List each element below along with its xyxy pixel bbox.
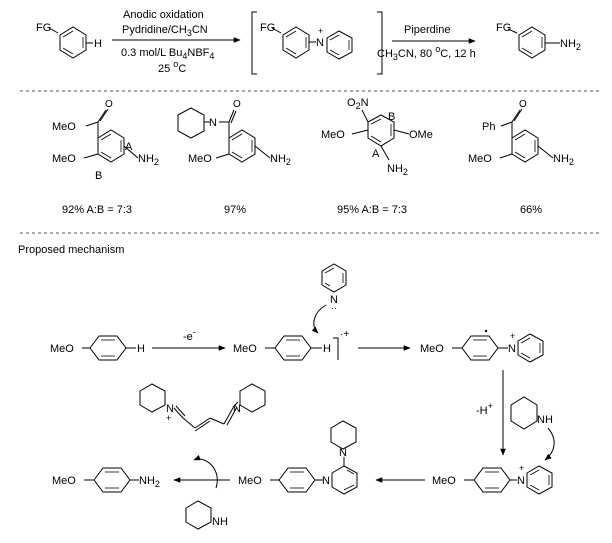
- mech-pyridinium-plus: +: [519, 463, 524, 473]
- int-fg-label: FG: [260, 22, 275, 34]
- mech-curly-arrow-3: [193, 454, 218, 489]
- mech-pyridinium-salt: MeO N +: [432, 463, 553, 495]
- general-scheme: FG H Anodic oxidation Pydridine/CH3CN 0.…: [36, 9, 581, 75]
- ex1-o-label: O: [105, 99, 113, 110]
- example-3: O2N MeO OMe NH2 B A 95% A:B = 7:3: [321, 97, 433, 216]
- example-1: O MeO MeO NH2 A B 92% A:B = 7:3: [52, 99, 159, 216]
- example-2: N O MeO NH2 97%: [177, 99, 291, 216]
- mech-zincke-n1: N: [166, 403, 174, 415]
- mech-zincke-n2: N: [233, 403, 241, 415]
- ex4-o-label: O: [519, 99, 527, 110]
- mech-sigma-complex: MeO N +: [420, 329, 544, 363]
- ex4-ph-label: Ph: [482, 121, 495, 133]
- ex4-yield: 66%: [520, 204, 542, 216]
- mech-deprot-label: -H+: [476, 401, 493, 417]
- mech-pyridinium-meo: MeO: [432, 475, 456, 487]
- mech-dienamine: N + N: [139, 383, 266, 432]
- mech-sigma-plus: +: [510, 331, 515, 341]
- int-n-label: N: [316, 37, 324, 49]
- ex1-b-label: B: [95, 170, 102, 182]
- mech-adduct-meo: MeO: [238, 475, 262, 487]
- conditions-1: Anodic oxidation Pydridine/CH3CN 0.3 mol…: [112, 9, 241, 75]
- ex3-a-label: A: [372, 148, 380, 160]
- ex2-nh2-label: NH2: [270, 153, 291, 167]
- ex3-yield: 95% A:B = 7:3: [337, 204, 407, 216]
- mech-electron-label: -e-: [183, 327, 196, 343]
- ex1-meo-label: MeO: [52, 153, 76, 165]
- mech-pyridine-n: N: [330, 294, 338, 306]
- mech-pip1-nh: NH: [537, 414, 553, 426]
- mech-adduct-n2: N: [339, 447, 347, 459]
- mech-radcat-dots: ·+: [340, 329, 349, 340]
- ex3-meo-left-label: MeO: [321, 129, 345, 141]
- mech-sigma-n: N: [508, 343, 516, 355]
- int-plus: +: [318, 26, 323, 36]
- ex1-nh2-label: NH2: [138, 153, 159, 167]
- mech-curly-arrow-2: [544, 427, 555, 461]
- reactant-benzene: FG H: [36, 22, 102, 59]
- ex2-n-label: N: [209, 117, 217, 129]
- mech-anisole: MeO H: [50, 335, 145, 361]
- ex1-yield: 92% A:B = 7:3: [62, 204, 132, 216]
- mech-final-meo: MeO: [52, 475, 76, 487]
- mech-pyridine-lone-pair: ··: [331, 303, 337, 313]
- mech-curly-arrow-1: [311, 304, 327, 334]
- mech-pip2-nh: NH: [212, 516, 228, 528]
- prod-fg-label: FG: [496, 22, 511, 34]
- ex3-b-label: B: [388, 111, 395, 123]
- cond1-line2: Pydridine/CH3CN: [122, 24, 208, 38]
- mechanism-title: Proposed mechanism: [18, 244, 124, 256]
- mech-adduct: MeO N N: [238, 420, 358, 495]
- mech-sigma-meo: MeO: [420, 343, 444, 355]
- cond1-line4: 25 oC: [158, 59, 186, 75]
- mech-piperidine-2: NH: [185, 454, 228, 530]
- cond1-line1: Anodic oxidation: [123, 9, 204, 21]
- cond2-line2: CH3CN, 80 oC, 12 h: [377, 44, 476, 62]
- mech-radcat-h: H: [323, 343, 331, 355]
- ex3-ome-right-label: OMe: [409, 129, 433, 141]
- ex2-meo-label: MeO: [188, 153, 212, 165]
- prod-nh2-label: NH2: [560, 38, 581, 52]
- mech-anisole-h: H: [137, 343, 145, 355]
- ex3-o2n-label: O2N: [347, 97, 369, 111]
- reactant-fg-label: FG: [36, 22, 51, 34]
- mech-anisole-meo: MeO: [50, 343, 74, 355]
- ex4-meo-label: MeO: [468, 153, 492, 165]
- left-bracket: [251, 11, 257, 75]
- general-product: FG NH2: [496, 22, 581, 59]
- ex4-nh2-label: NH2: [553, 153, 574, 167]
- mech-final-nh2: NH2: [139, 475, 160, 489]
- ex3-nh2-label: NH2: [387, 163, 408, 177]
- ex1-ester-label: MeO: [52, 121, 76, 133]
- mech-piperidine-1: NH: [510, 396, 555, 461]
- cond1-line3: 0.3 mol/L Bu4NBF4: [121, 47, 214, 61]
- ex1-a-label: A: [125, 141, 133, 153]
- right-bracket: [377, 11, 383, 75]
- reactant-h-label: H: [94, 38, 102, 50]
- mech-final-product: MeO NH2: [52, 467, 160, 493]
- mech-radcat-meo: MeO: [233, 343, 257, 355]
- ex2-o-label: O: [233, 99, 241, 110]
- mech-zincke-plus: +: [166, 413, 171, 423]
- conditions-2: Piperdine CH3CN, 80 oC, 12 h: [377, 24, 476, 62]
- cond2-line1: Piperdine: [404, 24, 450, 36]
- mech-pyridine: N ··: [311, 263, 347, 334]
- mech-pyridinium-n: N: [517, 475, 525, 487]
- mech-radical-cation: MeO H ·+: [233, 329, 349, 361]
- intermediate-pyridinium: FG N +: [260, 22, 353, 60]
- mech-adduct-n1: N: [322, 475, 330, 487]
- example-4: O Ph MeO NH2 66%: [468, 99, 574, 216]
- ex2-yield: 97%: [224, 204, 246, 216]
